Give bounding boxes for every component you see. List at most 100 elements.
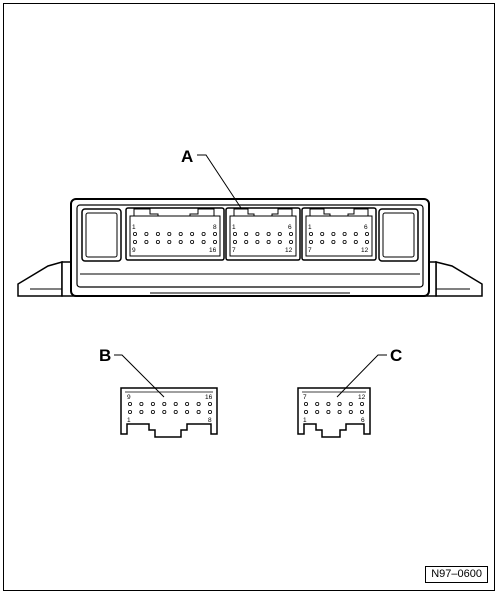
pin-hole <box>139 401 144 406</box>
pin-label: 1 <box>232 224 236 231</box>
pin-hole <box>337 401 342 406</box>
left-mounting-flange <box>17 261 63 297</box>
pin-hole <box>162 409 167 414</box>
pin-label: 8 <box>208 417 212 424</box>
pin-hole <box>207 409 212 414</box>
pin-label: 12 <box>358 394 366 401</box>
pin-label: 16 <box>209 247 217 254</box>
pin-hole <box>190 231 195 236</box>
pin-hole <box>303 401 308 406</box>
housing-inner <box>76 204 424 288</box>
leader-line-c <box>336 354 387 398</box>
callout-c: C <box>390 346 402 365</box>
pin-hole <box>196 409 201 414</box>
pin-hole <box>364 239 369 244</box>
pin-hole <box>364 231 369 236</box>
pin-hole <box>144 231 149 236</box>
pin-label: 6 <box>361 417 365 424</box>
pin-hole <box>266 231 271 236</box>
pin-hole <box>132 239 137 244</box>
pin-hole <box>201 231 206 236</box>
pin-hole <box>359 401 364 406</box>
figure-id-label: N97–0600 <box>425 566 488 583</box>
diagram-frame <box>3 3 495 591</box>
pin-hole <box>331 231 336 236</box>
pin-hole <box>326 409 331 414</box>
pin-hole <box>255 239 260 244</box>
pin-label: 9 <box>132 247 136 254</box>
unit-connector-12-pin-a <box>225 207 301 261</box>
pin-hole <box>167 231 172 236</box>
pin-hole <box>337 409 342 414</box>
pin-hole <box>127 401 132 406</box>
pin-hole <box>342 239 347 244</box>
pin-label: 12 <box>361 247 369 254</box>
pin-hole <box>212 231 217 236</box>
pin-grid <box>132 231 217 244</box>
pin-hole <box>162 401 167 406</box>
pin-hole <box>244 239 249 244</box>
pin-hole <box>212 239 217 244</box>
pin-hole <box>150 401 155 406</box>
pin-hole <box>255 231 260 236</box>
control-unit <box>17 198 483 297</box>
right-side-block <box>378 208 419 262</box>
pin-hole <box>348 409 353 414</box>
plug-c <box>297 387 371 438</box>
pin-label: 16 <box>205 394 213 401</box>
pin-hole <box>173 401 178 406</box>
pin-hole <box>132 231 137 236</box>
pin-hole <box>303 409 308 414</box>
pin-label: 6 <box>364 224 368 231</box>
pin-hole <box>326 401 331 406</box>
pin-label: 1 <box>127 417 131 424</box>
pin-hole <box>201 239 206 244</box>
pin-hole <box>331 239 336 244</box>
leader-line-a <box>197 154 242 209</box>
pin-hole <box>353 231 358 236</box>
pin-hole <box>178 231 183 236</box>
pin-label: 1 <box>132 224 136 231</box>
pin-hole <box>308 239 313 244</box>
pin-hole <box>266 239 271 244</box>
callout-a: A <box>181 147 193 166</box>
pin-hole <box>144 239 149 244</box>
pin-label: 7 <box>232 247 236 254</box>
pin-hole <box>173 409 178 414</box>
pin-hole <box>196 401 201 406</box>
plug-b <box>120 387 218 438</box>
pin-hole <box>288 231 293 236</box>
pin-hole <box>139 409 144 414</box>
pin-hole <box>185 401 190 406</box>
pin-label: 8 <box>213 224 217 231</box>
pin-hole <box>167 239 172 244</box>
pin-label: 6 <box>288 224 292 231</box>
pin-hole <box>190 239 195 244</box>
pin-hole <box>277 239 282 244</box>
pin-hole <box>308 231 313 236</box>
pin-hole <box>127 409 132 414</box>
pin-label: 1 <box>308 224 312 231</box>
pin-hole <box>185 409 190 414</box>
pin-grid <box>308 231 369 244</box>
pin-hole <box>178 239 183 244</box>
unit-connector-16-pin <box>125 207 225 261</box>
pin-hole <box>353 239 358 244</box>
pin-hole <box>155 231 160 236</box>
pin-hole <box>288 239 293 244</box>
pin-hole <box>232 231 237 236</box>
pin-hole <box>244 231 249 236</box>
pin-label: 1 <box>303 417 307 424</box>
leader-line-b <box>114 354 165 398</box>
callout-b: B <box>99 346 111 365</box>
pin-hole <box>232 239 237 244</box>
pin-hole <box>342 231 347 236</box>
pin-label: 9 <box>127 394 131 401</box>
pin-hole <box>207 401 212 406</box>
pin-grid <box>232 231 293 244</box>
pin-hole <box>320 239 325 244</box>
pin-hole <box>320 231 325 236</box>
pin-hole <box>315 409 320 414</box>
unit-connector-12-pin-b <box>301 207 377 261</box>
